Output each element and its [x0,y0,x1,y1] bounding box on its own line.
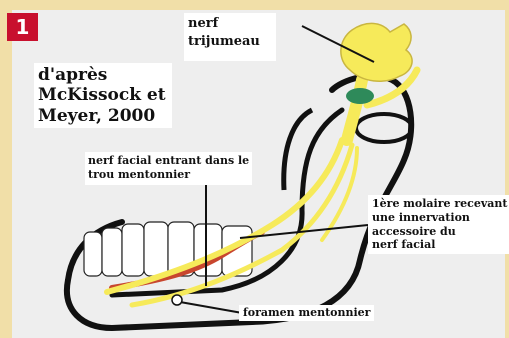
tooth [122,224,144,276]
credit-line: McKissock et [38,85,168,105]
label-line: 1ère molaire recevant [372,197,507,211]
leader-foramen [180,302,248,314]
label-line: foramen mentonnier [243,306,370,319]
figure-number: 1 [16,15,30,39]
figure-number-badge: 1 [7,13,38,41]
tooth [144,222,168,276]
label-line: nerf facial [372,238,507,252]
label-line: nerf [188,15,272,33]
label-line: une innervation [372,211,507,225]
ganglion-ring [346,88,374,104]
label-trigeminal-nerve: nerf trijumeau [184,13,276,61]
label-line: accessoire du [372,225,507,239]
tooth [102,228,122,276]
label-line: nerf facial entrant dans le [88,154,249,168]
label-line: trijumeau [188,33,272,51]
label-facial-nerve-entering: nerf facial entrant dans le trou mentonn… [85,152,252,185]
credit-line: d'après [38,65,168,85]
label-mental-foramen: foramen mentonnier [239,305,374,321]
credit-line: Meyer, 2000 [38,106,168,126]
mental-foramen [172,295,182,305]
label-first-molar: 1ère molaire recevant une innervation ac… [368,195,509,254]
source-credit: d'après McKissock et Meyer, 2000 [34,63,172,128]
tooth [84,232,102,276]
condyle-outline [356,114,412,142]
trigeminal-ganglion [341,23,412,81]
label-line: trou mentonnier [88,168,249,182]
